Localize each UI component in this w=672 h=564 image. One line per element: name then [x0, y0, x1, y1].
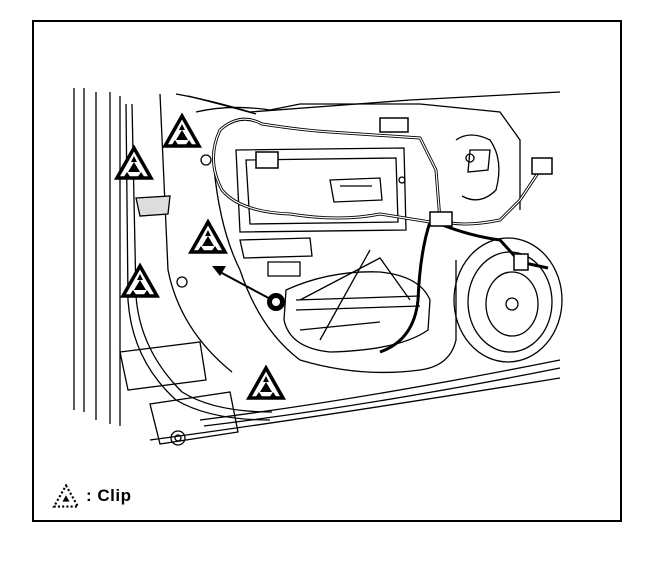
bolt-callout — [212, 266, 285, 311]
inner-panel — [195, 103, 521, 374]
clip-triangle-icon — [189, 220, 227, 254]
lower-panel-features — [119, 195, 239, 446]
connectors — [255, 117, 553, 271]
clip-triangle-icon — [247, 366, 285, 400]
door-frame-lines — [73, 88, 561, 441]
clip-triangle-icon — [115, 146, 153, 180]
clip-triangle-icon — [163, 114, 201, 148]
clip-triangle-icon — [52, 484, 80, 508]
legend: : Clip — [52, 484, 132, 508]
wire-harness-inner — [212, 118, 541, 225]
legend-label: : Clip — [86, 486, 132, 505]
speaker-opening — [453, 237, 563, 363]
